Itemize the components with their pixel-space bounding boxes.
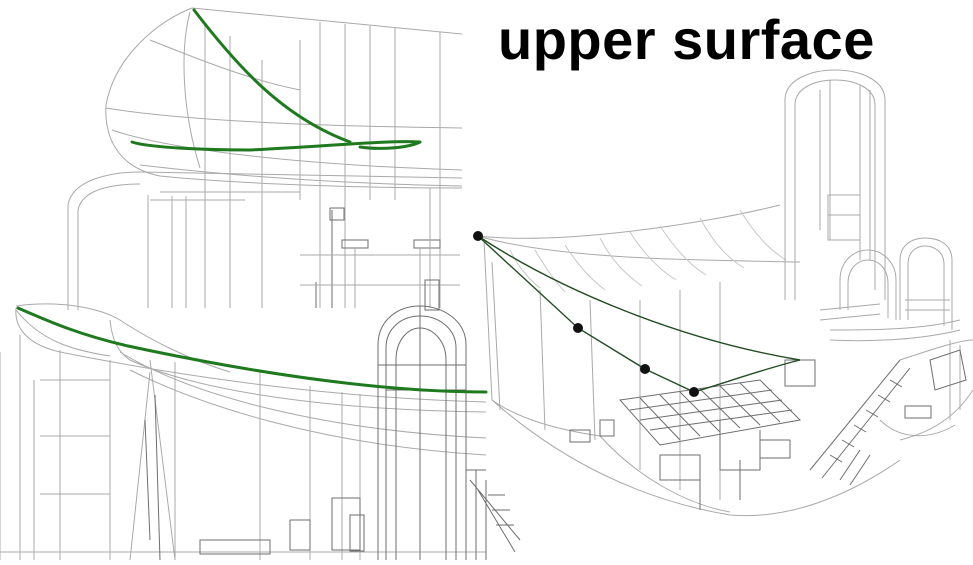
section-roof-curve: [16, 306, 488, 394]
surface-control-polyline: [477, 235, 695, 393]
diagram-title: upper surface: [498, 8, 875, 71]
control-point-4: [689, 387, 699, 397]
surface-curves: [16, 8, 801, 394]
surface-outline-curve: [477, 235, 801, 361]
control-point-3: [640, 364, 650, 374]
upper-roof-curve: [192, 8, 352, 144]
control-point-1: [473, 231, 483, 241]
control-points: [473, 231, 699, 397]
roof-section-lower: [0, 303, 487, 561]
axonometric-view: [477, 69, 973, 517]
roof-elevation-top: [105, 7, 463, 308]
arched-tower-left: [377, 305, 521, 560]
upper-roof-edge-curve: [130, 140, 422, 152]
control-point-2: [573, 323, 583, 333]
building-block-left: [67, 171, 463, 311]
surface-lower-edge: [693, 359, 801, 393]
